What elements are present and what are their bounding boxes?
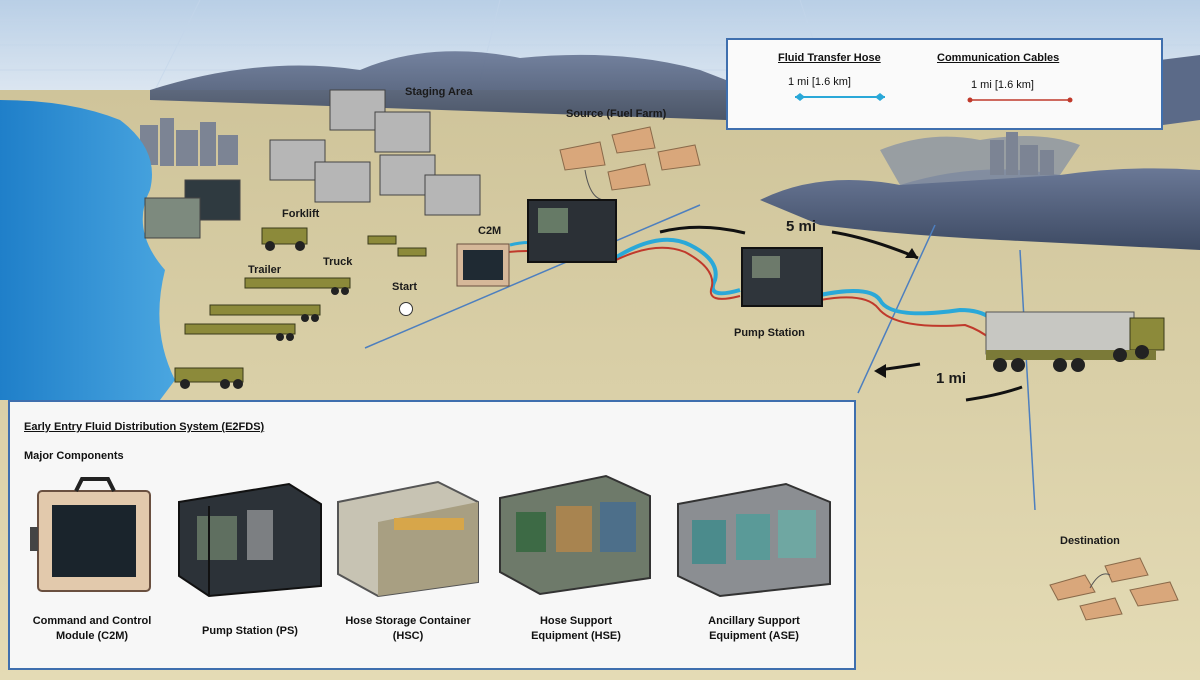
component-label-hse-line1: Hose Support [539, 615, 613, 627]
c2m-label: C2M [478, 225, 502, 237]
ancillary-support-equipment-icon [677, 482, 831, 598]
fluid-hose-legend-scale: 1 mi [1.6 km] [788, 76, 851, 88]
distance-5mi-label: 5 mi [786, 218, 817, 235]
comm-cable-legend-scale: 1 mi [1.6 km] [971, 79, 1034, 91]
destination-label: Destination [1060, 535, 1120, 547]
pump-station-label: Pump Station [734, 327, 805, 339]
panel-subtitle: Major Components [24, 450, 124, 462]
truck-label: Truck [323, 256, 353, 268]
component-label-hse-line2: Equipment (HSE) [531, 630, 621, 642]
component-label-ase: Ancillary Support Equipment (ASE) [678, 614, 830, 644]
component-label-ps-line1: Pump Station (PS) [202, 625, 298, 637]
component-label-hse: Hose Support Equipment (HSE) [506, 614, 646, 644]
component-label-ase-line2: Equipment (ASE) [709, 630, 799, 642]
hose-support-equipment-icon [499, 474, 651, 596]
hose-storage-container-icon [337, 480, 479, 598]
legend-box: Fluid Transfer Hose 1 mi [1.6 km] Commun… [726, 38, 1163, 130]
component-label-hsc-line1: Hose Storage Container [345, 615, 471, 627]
start-label: Start [392, 281, 418, 293]
component-label-hsc-line2: (HSC) [392, 630, 424, 642]
component-label-ps: Pump Station (PS) [180, 624, 320, 639]
forklift-label: Forklift [282, 208, 320, 220]
start-marker [399, 302, 413, 316]
comm-cable-legend-title: Communication Cables [937, 52, 1060, 64]
staging-area-label: Staging Area [405, 86, 473, 98]
pump-station-icon [178, 482, 322, 598]
component-label-c2m: Command and Control Module (C2M) [22, 614, 162, 644]
component-label-ase-line1: Ancillary Support [708, 615, 800, 627]
component-label-hsc: Hose Storage Container (HSC) [332, 614, 484, 644]
component-label-c2m-line2: Module (C2M) [55, 630, 129, 642]
components-panel: Early Entry Fluid Distribution System (E… [8, 400, 856, 670]
fluid-hose-legend-line [795, 93, 885, 101]
panel-title: Early Entry Fluid Distribution System (E… [24, 421, 265, 433]
component-label-c2m-line1: Command and Control [32, 615, 152, 627]
comm-cable-legend-line [967, 97, 1073, 103]
trailer-label: Trailer [248, 264, 282, 276]
fluid-hose-legend-title: Fluid Transfer Hose [778, 52, 881, 64]
source-label: Source (Fuel Farm) [566, 108, 667, 120]
c2m-laptop-icon [30, 477, 151, 592]
distance-1mi-label: 1 mi [936, 370, 967, 387]
